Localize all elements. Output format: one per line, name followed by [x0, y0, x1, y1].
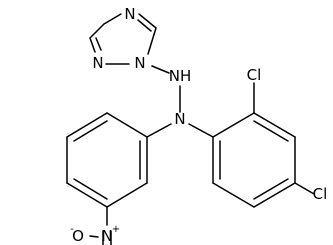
bond-c1-c2	[212, 112, 255, 138]
bond-c2-c3-double	[253, 120, 289, 142]
atom-label-chloro-ortho: Cl	[247, 66, 262, 84]
atom-label-triazole-n-top: N	[124, 5, 135, 23]
bond-c4-cl	[294, 182, 315, 195]
nitro-group	[89, 230, 112, 245]
charge-nitro-o-left: -	[70, 224, 74, 235]
bond-c5-n4	[103, 13, 122, 25]
charge-nitro-n: +	[112, 224, 120, 235]
atom-labels: N N N NH N Cl Cl O N O + -	[70, 5, 327, 245]
bond-n-c1	[188, 123, 214, 138]
bond-c2-c3	[253, 112, 296, 138]
bond-n4-c3	[138, 13, 157, 29]
atom-label-triazole-n-attached: N	[134, 54, 145, 72]
nitrophenyl-ring	[66, 112, 172, 226]
bond-c3p-c4p-double	[73, 178, 108, 200]
atom-label-hydrazine-nh: NH	[169, 67, 192, 85]
bond-n2-c5-double	[95, 37, 102, 51]
hydrazine-linkage	[151, 65, 181, 113]
bond-c5p-c6p-double	[73, 120, 108, 142]
bond-triazole-nh	[151, 65, 170, 74]
bond-n-c1p	[146, 123, 172, 138]
dichlorophenyl-ring	[188, 82, 315, 208]
atom-label-nitro-o-left: O	[72, 227, 84, 245]
bond-c2p-c3p	[106, 182, 148, 208]
bond-n4-c3-double	[137, 19, 152, 32]
bond-c5-top	[89, 23, 105, 39]
bond-c5-c6	[212, 182, 255, 208]
bond-c4-c5-double	[253, 178, 289, 200]
bond-n2-c5	[89, 37, 96, 53]
bond-nitro-o-left	[89, 235, 99, 238]
atom-label-chloro-para: Cl	[313, 185, 328, 203]
bond-c6p-c1p	[106, 112, 148, 138]
bond-c4-c5	[253, 182, 296, 208]
atom-label-hydrazine-n: N	[174, 110, 185, 128]
atom-label-nitro-n: N	[101, 227, 112, 245]
bond-c5p-c6p	[66, 112, 108, 138]
triazole-ring	[89, 13, 157, 65]
atom-label-triazole-n-bottom: N	[92, 54, 103, 72]
bond-c3-n1	[147, 27, 157, 55]
bond-c3p-c4p	[66, 182, 108, 208]
